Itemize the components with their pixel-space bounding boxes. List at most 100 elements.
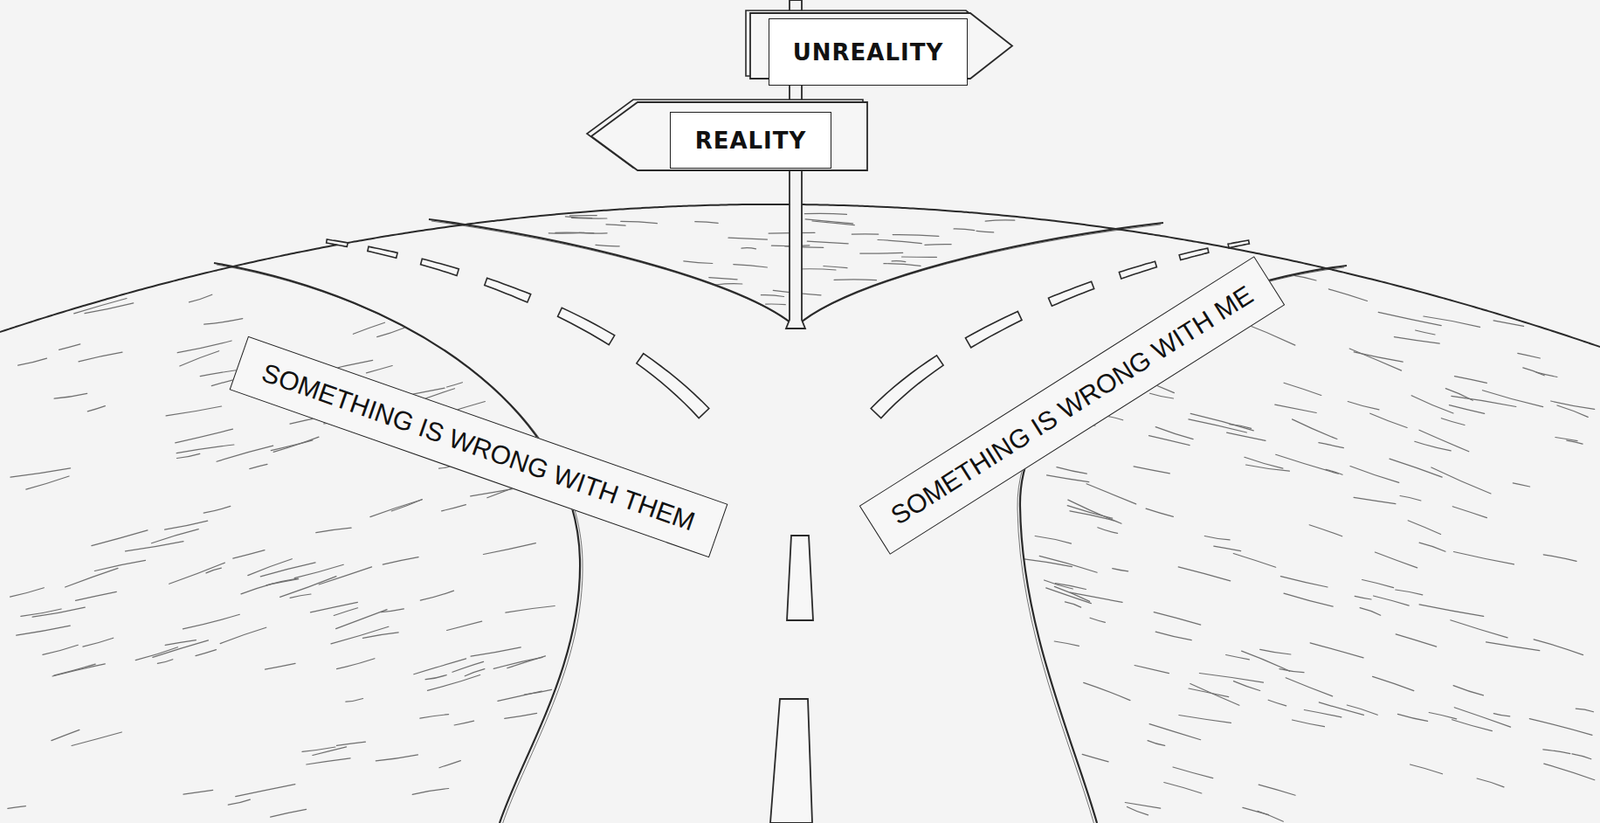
hatch-stroke	[1350, 466, 1400, 483]
hatch-stroke	[1451, 395, 1517, 407]
hatch-stroke	[891, 260, 906, 263]
hatch-stroke	[1127, 806, 1149, 815]
hatch-stroke	[1155, 631, 1192, 641]
hatch-stroke	[1285, 677, 1333, 697]
hatch-stroke	[1234, 681, 1261, 691]
hatch-stroke	[1086, 483, 1137, 504]
hatch-stroke	[1493, 713, 1511, 717]
hatch-stroke	[195, 649, 217, 656]
hatch-stroke	[1147, 740, 1166, 746]
hatch-stroke	[620, 220, 658, 223]
hatch-stroke	[1188, 688, 1229, 697]
hatch-stroke	[333, 607, 358, 616]
hatch-stroke	[248, 558, 293, 576]
label-text: SOMETHING IS WRONG WITH THEM	[258, 357, 700, 537]
hatch-stroke	[260, 562, 316, 577]
hatch-stroke	[1512, 482, 1530, 487]
hatch-stroke	[20, 608, 62, 616]
hatch-stroke	[316, 527, 352, 533]
lane-dash	[558, 307, 615, 345]
hatch-stroke	[94, 559, 145, 571]
hatch-stroke	[203, 505, 231, 513]
hatch-stroke	[1389, 458, 1442, 477]
lane-dash	[965, 310, 1023, 347]
hatch-stroke	[1476, 778, 1504, 787]
hatch-stroke	[273, 436, 319, 452]
hatch-stroke	[18, 358, 48, 366]
hatch-stroke	[1544, 763, 1595, 780]
hatch-stroke	[1419, 542, 1446, 552]
hatch-stroke	[65, 567, 118, 587]
hatch-stroke	[1349, 348, 1401, 371]
hatch-stroke	[1328, 289, 1367, 302]
hatch-stroke	[183, 789, 214, 794]
hatch-stroke	[1543, 749, 1571, 754]
hatch-stroke	[280, 576, 337, 598]
hatch-stroke	[289, 593, 311, 598]
hatch-stroke	[464, 668, 485, 676]
hatch-stroke	[206, 567, 221, 573]
hatch-stroke	[505, 606, 555, 614]
hatch-stroke	[220, 627, 267, 643]
hatch-stroke	[1292, 419, 1338, 440]
lane-dash	[770, 698, 813, 823]
road-edge	[795, 222, 1164, 327]
hatch-stroke	[1378, 311, 1442, 325]
hatch-stroke	[1227, 432, 1266, 441]
hatch-stroke	[10, 587, 45, 598]
hatch-stroke	[274, 579, 299, 584]
hatch-stroke	[241, 583, 275, 594]
hatch-stroke	[1575, 708, 1594, 712]
hatch-stroke	[823, 266, 848, 269]
hatch-stroke	[1047, 475, 1090, 483]
road-edge	[428, 219, 796, 327]
hatch-stroke	[204, 318, 243, 325]
hatch-stroke	[1454, 707, 1511, 727]
hatch-stroke	[7, 806, 27, 809]
hatch-stroke	[1164, 782, 1202, 794]
hatch-stroke	[1133, 466, 1170, 474]
hatch-stroke	[331, 626, 389, 644]
hatch-stroke	[1068, 499, 1122, 524]
hatch-stroke	[1428, 712, 1457, 719]
hatch-stroke	[902, 255, 938, 258]
hatch-stroke	[125, 541, 185, 552]
hatch-stroke	[1346, 704, 1378, 715]
hatch-stroke	[26, 475, 69, 490]
lane-dash	[367, 246, 398, 258]
hatch-stroke	[176, 444, 235, 454]
direction-sign: REALITY	[591, 102, 868, 171]
hatch-stroke	[42, 644, 78, 655]
hatch-stroke	[1353, 496, 1396, 504]
hatch-stroke	[1046, 587, 1092, 604]
hatch-stroke	[412, 788, 449, 795]
hatch-stroke	[32, 606, 85, 617]
hatch-stroke	[1453, 685, 1483, 696]
hatch-stroke	[1455, 376, 1488, 384]
lane-dash	[786, 535, 814, 621]
hatch-stroke	[804, 213, 847, 214]
hatch-stroke	[1523, 367, 1545, 376]
hatch-stroke	[337, 741, 366, 745]
hatch-stroke	[1199, 673, 1263, 683]
hatch-stroke	[1145, 508, 1173, 517]
hatch-stroke	[892, 234, 939, 237]
hatch-stroke	[1024, 558, 1073, 567]
hatch-stroke	[953, 228, 975, 231]
hatch-stroke	[524, 689, 552, 695]
hatch-stroke	[82, 637, 114, 647]
hatch-stroke	[1318, 702, 1364, 715]
hatch-stroke	[798, 268, 836, 270]
hatch-stroke	[493, 656, 543, 669]
hatch-stroke	[135, 647, 178, 661]
hatch-stroke	[151, 529, 200, 544]
hatch-stroke	[1083, 682, 1131, 700]
hatch-stroke	[1566, 440, 1583, 444]
hatch-stroke	[1089, 617, 1105, 622]
hatch-stroke	[1069, 592, 1123, 602]
hatch-stroke	[1034, 536, 1071, 545]
lane-dash	[1048, 281, 1095, 306]
hatch-stroke	[695, 221, 718, 224]
hatch-stroke	[834, 278, 876, 281]
hatch-stroke	[1395, 589, 1423, 595]
